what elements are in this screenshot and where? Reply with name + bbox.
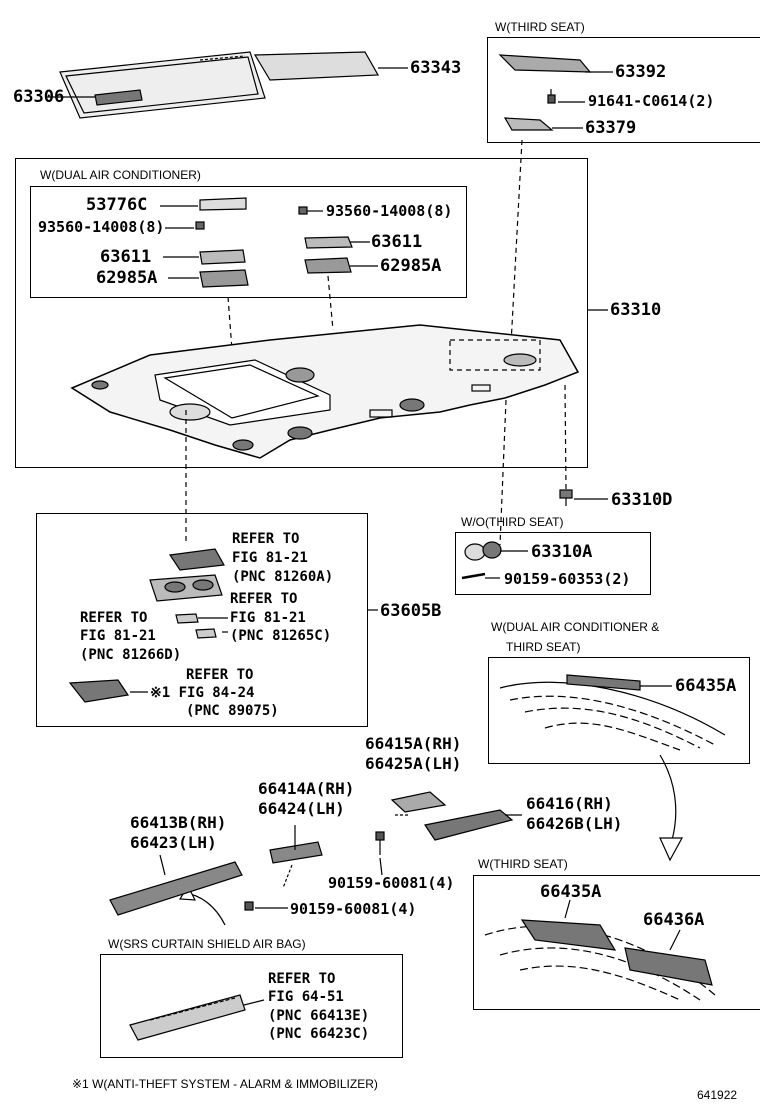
part-91641[interactable]: 91641-C0614(2): [588, 92, 715, 110]
ref2-line2[interactable]: FIG 81-21: [230, 610, 306, 626]
bracket-63379-drawing: [503, 117, 554, 131]
box-dual-ac-inner: [30, 186, 467, 298]
part-63310D[interactable]: 63310D: [611, 490, 673, 510]
bracket-66414A: [269, 841, 323, 864]
box-dual-ac-third-seat: [488, 657, 750, 764]
ref5-line3: (PNC 66413E): [268, 1008, 370, 1024]
ref5-line4: (PNC 66423C): [268, 1026, 370, 1042]
arrow-to-third-seat: [659, 754, 677, 841]
box-third-seat-top: [487, 37, 760, 143]
clip-63310D: [559, 489, 573, 506]
box-dual-ac: [15, 158, 588, 468]
part-66413B[interactable]: 66413B(RH): [130, 813, 227, 832]
ref1-line2[interactable]: FIG 81-21: [232, 550, 308, 566]
bracket-66415A: [390, 791, 447, 813]
ref3-line1: REFER TO: [80, 610, 148, 626]
part-63611-a[interactable]: 63611: [100, 247, 152, 267]
part-66424[interactable]: 66424(LH): [258, 799, 345, 818]
box-wo-third-seat: [455, 532, 651, 595]
pad-drawing: [253, 51, 380, 81]
part-66423[interactable]: 66423(LH): [130, 833, 217, 852]
footnote: ※1 W(ANTI-THEFT SYSTEM - ALARM & IMMOBIL…: [72, 1077, 378, 1091]
ref4-line2[interactable]: ※1 FIG 84-24: [150, 685, 255, 701]
condition-third-seat-bottom: W(THIRD SEAT): [478, 857, 568, 871]
condition-dual-ac: W(DUAL AIR CONDITIONER): [40, 168, 201, 182]
part-90159-60081-b[interactable]: 90159-60081(4): [290, 900, 417, 918]
condition-third-seat-top: W(THIRD SEAT): [495, 20, 585, 34]
roof-panel-drawing-b: [484, 919, 716, 1001]
part-63605B[interactable]: 63605B: [380, 601, 442, 621]
ref1-line1: REFER TO: [232, 531, 300, 547]
part-93560-b[interactable]: 93560-14008(8): [326, 202, 453, 220]
screw-90159-60081-a: [375, 831, 385, 855]
garnish-66413B: [109, 861, 243, 916]
transmitter-drawing: [68, 679, 130, 703]
headliner-drawing: [70, 324, 580, 459]
condition-dual-ac-third-2: THIRD SEAT): [506, 640, 581, 654]
roof-panel-drawing-a: [499, 674, 726, 751]
part-63611-b[interactable]: 63611: [371, 232, 423, 252]
ref2-line3: (PNC 81265C): [230, 628, 332, 644]
part-93560-a[interactable]: 93560-14008(8): [38, 218, 165, 236]
box-srs: [100, 954, 403, 1058]
ref5-line1: REFER TO: [268, 971, 336, 987]
part-63310A[interactable]: 63310A: [531, 542, 593, 562]
ref1-line3: (PNC 81260A): [232, 569, 334, 585]
box-63605B: [36, 513, 368, 727]
condition-dual-ac-third-1: W(DUAL AIR CONDITIONER &: [491, 620, 660, 634]
part-63310[interactable]: 63310: [610, 300, 662, 320]
ref4-line1: REFER TO: [186, 667, 254, 683]
part-66436A[interactable]: 66436A: [643, 910, 705, 930]
screw-90159-60353: [461, 572, 486, 580]
cap-63310A: [464, 541, 502, 561]
map-lamp-drawing: [149, 548, 225, 602]
ref3-line2[interactable]: FIG 81-21: [80, 628, 156, 644]
part-66416[interactable]: 66416(RH): [526, 794, 613, 813]
condition-srs: W(SRS CURTAIN SHIELD AIR BAG): [108, 937, 306, 951]
sunshade-panel-drawing: [59, 51, 266, 119]
part-63306[interactable]: 63306: [13, 87, 65, 107]
part-66435A-b[interactable]: 66435A: [540, 882, 602, 902]
part-66415A[interactable]: 66415A(RH): [365, 734, 462, 753]
part-62985A-a[interactable]: 62985A: [96, 268, 158, 288]
srs-airbag-drawing: [129, 994, 246, 1041]
figure-id: 641922: [697, 1088, 738, 1102]
part-66425A[interactable]: 66425A(LH): [365, 754, 462, 773]
box-third-seat-bottom: [473, 875, 760, 1010]
part-66426B[interactable]: 66426B(LH): [526, 814, 623, 833]
part-90159-60081-a[interactable]: 90159-60081(4): [328, 874, 455, 892]
part-53776C[interactable]: 53776C: [86, 195, 148, 215]
part-62985A-b[interactable]: 62985A: [380, 256, 442, 276]
part-63392[interactable]: 63392: [615, 62, 667, 82]
condition-wo-third-seat: W/O(THIRD SEAT): [461, 515, 564, 529]
ref5-line2[interactable]: FIG 64-51: [268, 989, 344, 1005]
part-66435A-a[interactable]: 66435A: [675, 676, 737, 696]
screw-91641: [547, 89, 556, 104]
part-63343[interactable]: 63343: [410, 58, 462, 78]
part-90159-60353[interactable]: 90159-60353(2): [504, 570, 631, 588]
garnish-66416: [424, 809, 514, 841]
part-66414A[interactable]: 66414A(RH): [258, 779, 355, 798]
part-63379[interactable]: 63379: [585, 118, 637, 138]
screw-90159-60081-b: [244, 901, 254, 911]
ref4-line3: (PNC 89075): [186, 703, 279, 719]
ref2-line1: REFER TO: [230, 591, 298, 607]
ref3-line3: (PNC 81266D): [80, 647, 182, 663]
